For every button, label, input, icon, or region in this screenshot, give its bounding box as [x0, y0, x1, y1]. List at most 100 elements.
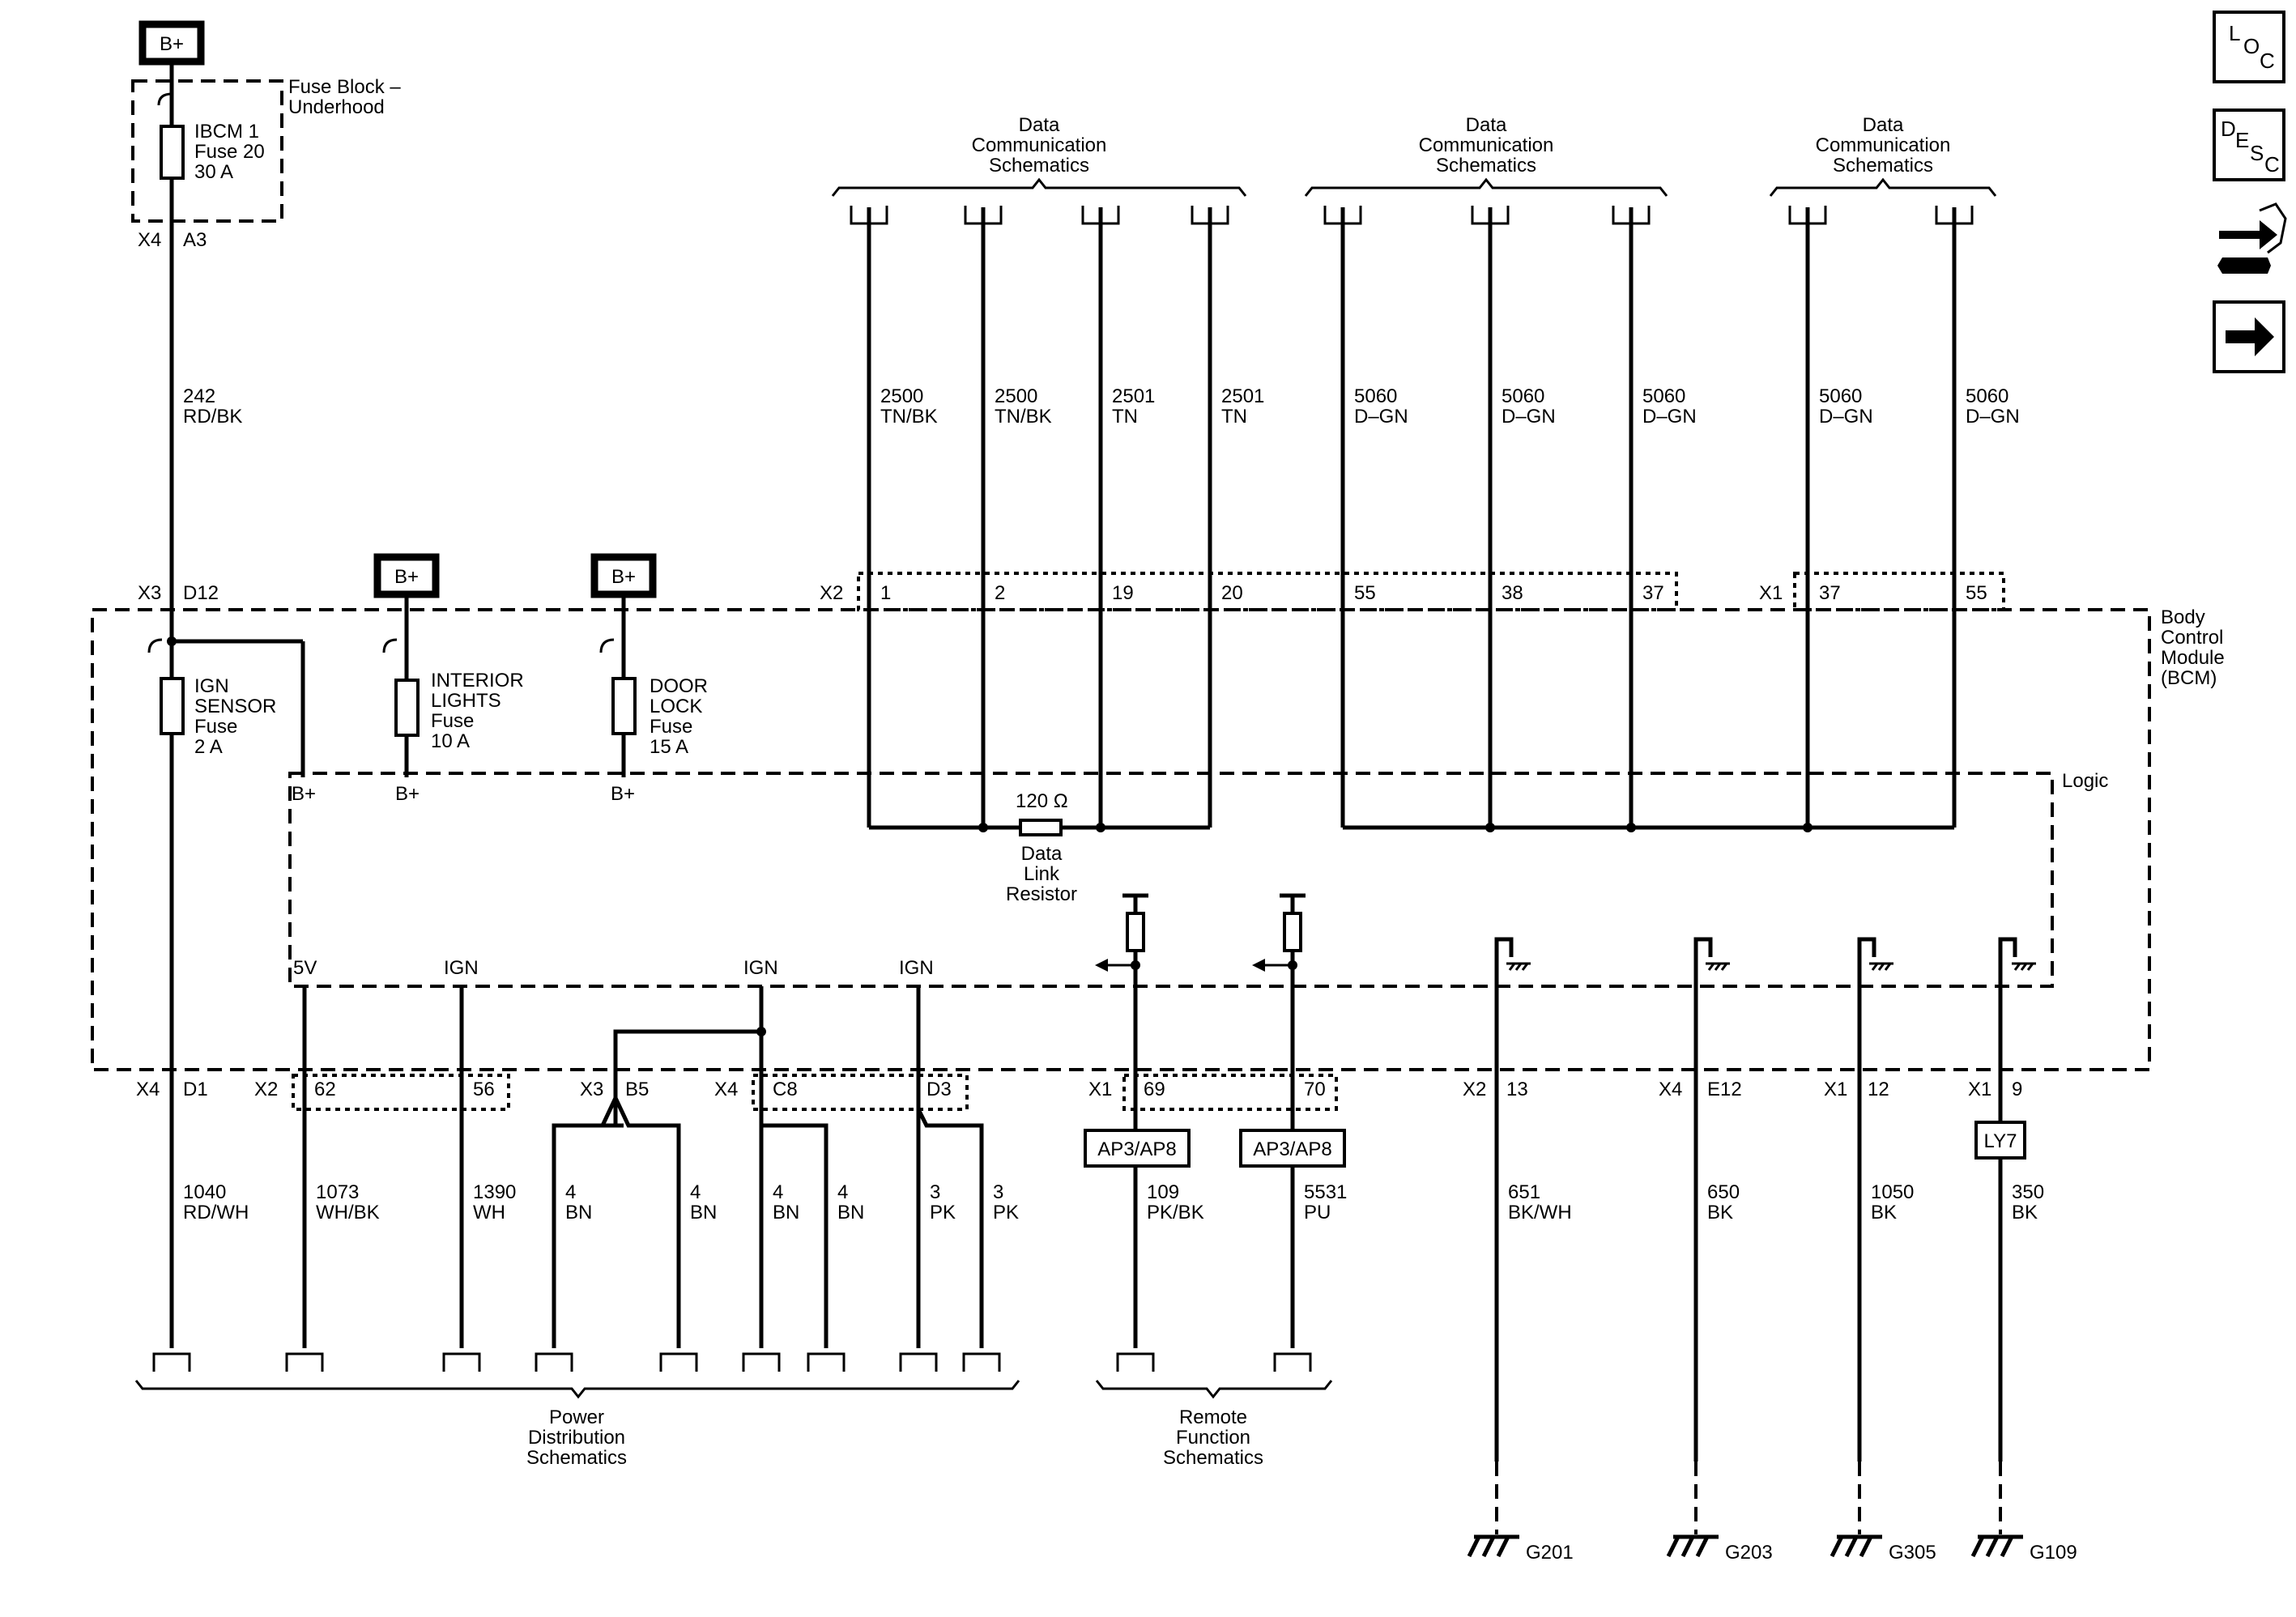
fuse-block-underhood: [131, 79, 283, 223]
connector-x2-top: [857, 572, 1678, 611]
remote-func-label: Schematics: [1163, 1447, 1263, 1469]
option-box: [1239, 1129, 1346, 1168]
bcm-label: Module: [2161, 647, 2225, 669]
wire-color: RD/WH: [183, 1202, 249, 1223]
remote-func-label: Remote: [1179, 1406, 1247, 1428]
connector-label: X2: [1463, 1079, 1486, 1100]
wire-circuit: 242: [183, 385, 215, 407]
wire-color: BK/WH: [1508, 1202, 1572, 1223]
pin-label: 19: [1112, 582, 1134, 604]
wire-color: BK: [2012, 1202, 2038, 1223]
pin-label: D12: [183, 582, 219, 604]
wire-circuit: 2500: [995, 385, 1037, 407]
connector-label: X4: [138, 229, 161, 251]
connector-label: X1: [1759, 582, 1783, 604]
power-dist-label: Power: [549, 1406, 604, 1428]
pin-label: 55: [1354, 582, 1376, 604]
wire-color: BN: [773, 1202, 799, 1223]
wire-circuit: 109: [1147, 1181, 1179, 1203]
logic-label: Logic: [2062, 770, 2108, 792]
pin-label: B5: [625, 1079, 649, 1100]
logic-output-label: 5V: [293, 957, 317, 979]
wire-circuit: 650: [1707, 1181, 1740, 1203]
option-label: AP3/AP8: [1253, 1138, 1331, 1160]
connector-x4-bottom: [752, 1074, 969, 1111]
pin-label: 55: [1966, 582, 1987, 604]
remote-output-1: [1095, 893, 1148, 1348]
data-comm-group-2: Data Communication Schematics: [1304, 114, 1668, 197]
pin-label: 37: [1819, 582, 1841, 604]
desc-text: D: [2221, 117, 2236, 141]
connector-label: X2: [254, 1079, 278, 1100]
wire-circuit: 4: [690, 1181, 701, 1203]
pin-label: 38: [1502, 582, 1523, 604]
wire-circuit: 5531: [1304, 1181, 1347, 1203]
bcm-logic-block: [288, 772, 2054, 988]
wire-color: RD/BK: [183, 406, 242, 428]
terminal: [659, 1352, 698, 1372]
pin-label: C8: [773, 1079, 798, 1100]
resistor-label: Resistor: [1006, 883, 1077, 905]
connector-label: X1: [1824, 1079, 1847, 1100]
wire-circuit: 4: [773, 1181, 783, 1203]
wire-circuit: 3: [993, 1181, 1003, 1203]
fuse-label: LOCK: [650, 696, 702, 717]
wire-color: BK: [1871, 1202, 1897, 1223]
resistor-label: Link: [1024, 863, 1060, 885]
wire-circuit: 651: [1508, 1181, 1540, 1203]
wire-color: WH/BK: [316, 1202, 380, 1223]
terminal: [807, 1352, 846, 1372]
wire-circuit: 2500: [880, 385, 923, 407]
data-comm-group-3: Data Communication Schematics: [1769, 114, 1997, 197]
wire-circuit: 1390: [473, 1181, 516, 1203]
fuse-label: SENSOR: [194, 696, 276, 717]
wire-color: D–GN: [1502, 406, 1556, 428]
terminal: [535, 1352, 573, 1372]
next-arrow-icon[interactable]: [2213, 300, 2285, 373]
wire-color: PK: [993, 1202, 1019, 1223]
loc-icon[interactable]: L O C: [2213, 11, 2285, 83]
data-comm-label: Communication: [1419, 134, 1554, 156]
battery-supply-door-lock: B+: [590, 553, 657, 598]
bottom-wire-labels: 1040RD/WH1073WH/BK1390WH4BN4BN4BN4BN3PK3…: [183, 1181, 2044, 1223]
ground-label: G201: [1526, 1542, 1574, 1564]
wire-color: D–GN: [1642, 406, 1697, 428]
remote-function-bracket: Remote Function Schematics: [1095, 1380, 1333, 1469]
terminal: [442, 1352, 481, 1372]
battery-supply-top: B+: [138, 20, 205, 66]
connector-repair-icon[interactable]: [2217, 202, 2287, 274]
option-box: [1084, 1129, 1191, 1168]
ground-label: G203: [1725, 1542, 1773, 1564]
bcm-label: (BCM): [2161, 667, 2217, 689]
pin-label: E12: [1707, 1079, 1742, 1100]
data-comm-label: Data: [1466, 114, 1507, 136]
resistor-value: 120 Ω: [1016, 790, 1068, 812]
fuse-block-label: Fuse Block –: [288, 76, 401, 98]
fuse-output-label: B+: [292, 783, 316, 805]
remote-func-label: Function: [1176, 1427, 1250, 1449]
wire-circuit: 350: [2012, 1181, 2044, 1203]
interior-lights-fuse-symbol: [394, 679, 420, 737]
resistor-label: Data: [1021, 843, 1063, 865]
ibcm-fuse-label: Fuse 20: [194, 141, 265, 163]
pin-label: A3: [183, 229, 207, 251]
wire-color: PK/BK: [1147, 1202, 1204, 1223]
pin-label: 62: [314, 1079, 336, 1100]
pin-label: 69: [1144, 1079, 1165, 1100]
desc-icon[interactable]: D E S C: [2213, 109, 2285, 181]
pin-label: D3: [926, 1079, 952, 1100]
wire-circuit: 5060: [1966, 385, 2008, 407]
fuse-label: Fuse: [650, 716, 692, 738]
wire-circuit: 5060: [1642, 385, 1685, 407]
pin-label: 2: [995, 582, 1005, 604]
pin-label: 13: [1506, 1079, 1528, 1100]
loc-text: L: [2229, 21, 2240, 45]
option-label: AP3/AP8: [1097, 1138, 1176, 1160]
fuse-label: Fuse: [431, 710, 474, 732]
wire-color: D–GN: [1819, 406, 1873, 428]
wire-color: TN: [1221, 406, 1247, 428]
power-dist-label: Schematics: [526, 1447, 627, 1469]
wire-color: D–GN: [1354, 406, 1408, 428]
wire-circuit: 1073: [316, 1181, 359, 1203]
